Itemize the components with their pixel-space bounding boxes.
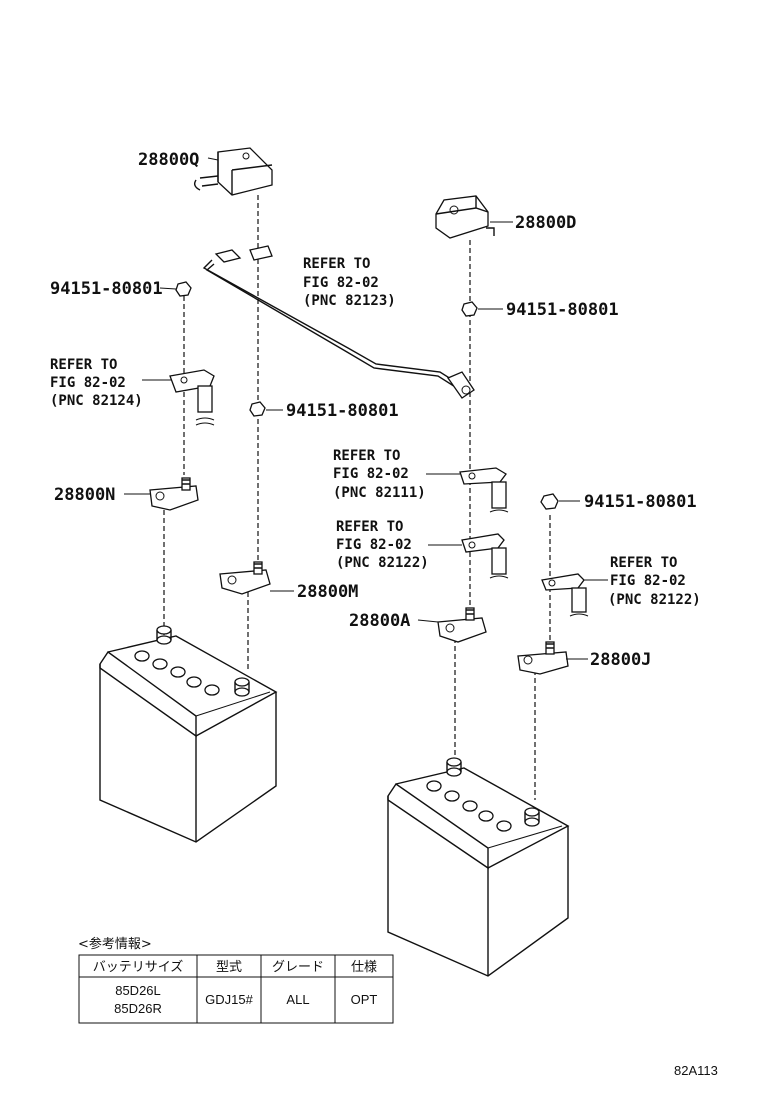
refer-82122a-line1: REFER TO <box>336 519 403 535</box>
refer-82123-line2: FIG 82-02 <box>303 275 379 291</box>
cell-grade: ALL <box>286 992 309 1007</box>
cell-model: GDJ15# <box>205 992 253 1007</box>
battery-left[interactable] <box>99 625 278 843</box>
label-28800j: 28800J <box>590 650 651 670</box>
label-28800a: 28800A <box>349 611 410 631</box>
refer-82111-line2: FIG 82-02 <box>333 466 409 482</box>
terminal-82111[interactable] <box>459 467 509 513</box>
figure-code: 82A113 <box>674 1063 718 1078</box>
leader-q <box>207 157 219 161</box>
leader-a <box>417 619 439 623</box>
cell-spec: OPT <box>351 992 378 1007</box>
refer-82122a-line2: FIG 82-02 <box>336 537 412 553</box>
refer-82111-line3: (PNC 82111) <box>333 485 426 501</box>
refer-82122b-line2: FIG 82-02 <box>610 573 686 589</box>
terminal-cover-d[interactable] <box>435 195 495 239</box>
header-battery-size: バッテリサイズ <box>93 959 184 975</box>
refer-82124-line2: FIG 82-02 <box>50 375 126 391</box>
nut-4[interactable] <box>540 493 559 510</box>
label-28800d: 28800D <box>515 213 576 233</box>
terminal-cover-q[interactable] <box>193 147 273 196</box>
table-caption: <参考情報> <box>78 936 152 952</box>
battery-right[interactable] <box>387 757 570 977</box>
terminal-82122-center[interactable] <box>461 533 509 579</box>
label-28800m: 28800M <box>297 582 358 602</box>
terminal-82122-right[interactable] <box>541 573 589 617</box>
label-nut-1: 94151-80801 <box>50 279 163 299</box>
leader-nut-1 <box>159 287 177 290</box>
battery-cable[interactable] <box>202 245 475 399</box>
refer-82122a-line3: (PNC 82122) <box>336 555 429 571</box>
nut-1[interactable] <box>175 281 192 297</box>
refer-82122b-line1: REFER TO <box>610 555 677 571</box>
clamp-m[interactable] <box>219 561 271 595</box>
header-spec: 仕様 <box>351 960 377 975</box>
label-nut-3: 94151-80801 <box>286 401 399 421</box>
label-nut-2: 94151-80801 <box>506 300 619 320</box>
label-28800q: 28800Q <box>138 150 199 170</box>
refer-82124-line1: REFER TO <box>50 357 117 373</box>
refer-82122b-line3: (PNC 82122) <box>608 592 701 608</box>
label-28800n: 28800N <box>54 485 115 505</box>
refer-82123-line3: (PNC 82123) <box>303 293 396 309</box>
nut-2[interactable] <box>461 301 478 317</box>
nut-3[interactable] <box>249 401 266 417</box>
clamp-n[interactable] <box>149 477 199 511</box>
clamp-a[interactable] <box>437 607 487 643</box>
assembly-lines <box>163 195 551 800</box>
refer-82123-line1: REFER TO <box>303 256 370 272</box>
refer-82124-line3: (PNC 82124) <box>50 393 143 409</box>
label-nut-4: 94151-80801 <box>584 492 697 512</box>
clamp-j[interactable] <box>517 641 569 675</box>
header-model: 型式 <box>216 960 242 975</box>
refer-82111-line1: REFER TO <box>333 448 400 464</box>
terminal-82124[interactable] <box>169 369 215 426</box>
reference-table: <参考情報> バッテリサイズ 型式 グレード 仕様 85D26L 85D26R … <box>78 936 394 1024</box>
cell-battery-size-2: 85D26R <box>114 1001 162 1016</box>
cell-battery-size-1: 85D26L <box>115 983 161 998</box>
header-grade: グレード <box>272 960 324 975</box>
